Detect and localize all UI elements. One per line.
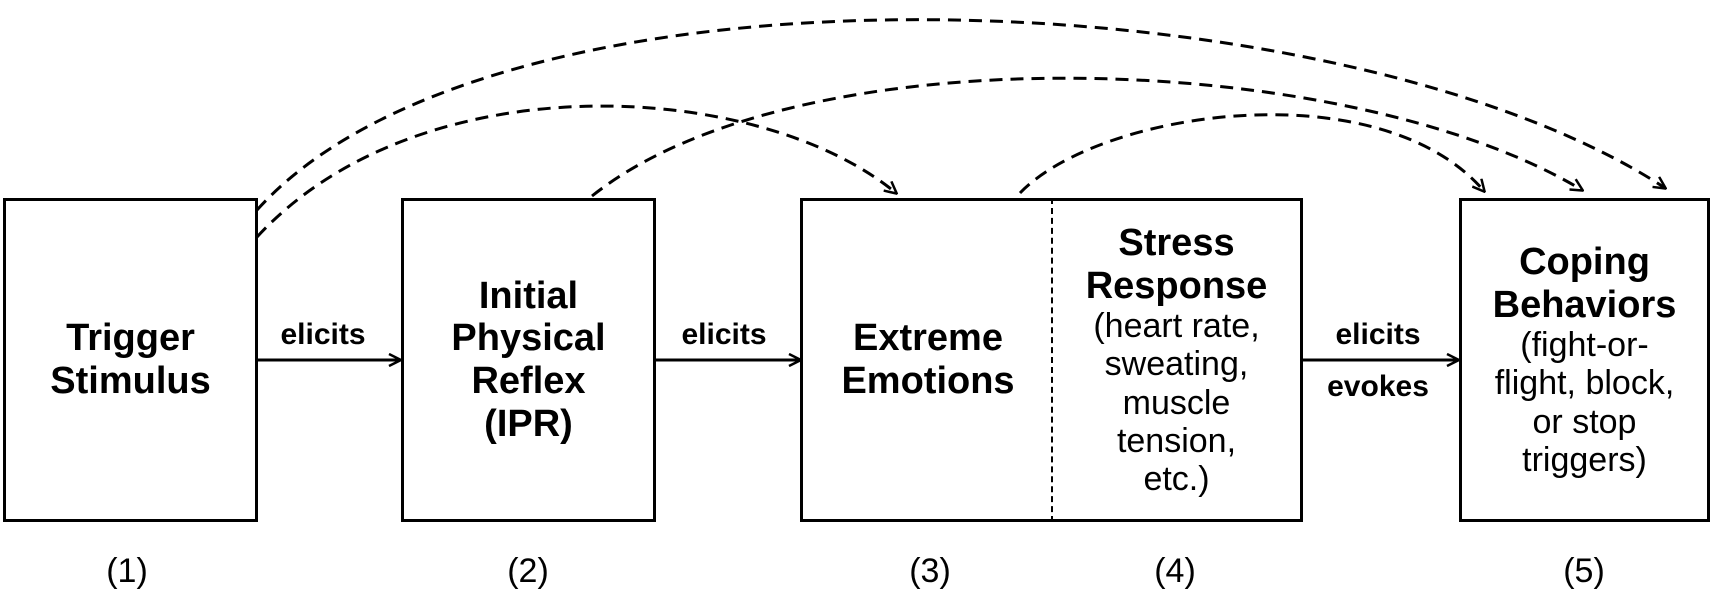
stress-desc-2: sweating,	[1104, 345, 1249, 384]
dashed-arrow-3-to-5	[1018, 113, 1484, 195]
step-number-4: (4)	[1154, 552, 1196, 590]
step-number-2: (2)	[507, 552, 549, 590]
extreme-emotions-box: Extreme Emotions	[800, 198, 1053, 522]
coping-desc-2: flight, block,	[1494, 364, 1675, 403]
dashed-arrow-1-to-3	[255, 104, 896, 239]
stress-title-2: Response	[1085, 264, 1268, 307]
coping-desc-1: (fight-or-	[1520, 326, 1649, 365]
step-number-5: (5)	[1563, 552, 1605, 590]
ipr-line-2: Physical	[451, 317, 606, 360]
step-number-3: (3)	[909, 552, 951, 590]
ipr-line-1: Initial	[478, 274, 579, 317]
stress-response-box: Stress Response (heart rate, sweating, m…	[1051, 198, 1303, 522]
edge-label-4-5-top: elicits	[1335, 318, 1421, 351]
emotions-line-1: Extreme	[853, 317, 1003, 360]
stress-desc-3: muscle	[1122, 383, 1231, 422]
coping-title-2: Behaviors	[1492, 283, 1677, 326]
edge-label-4-5-bottom: evokes	[1327, 370, 1429, 403]
trigger-line-2: Stimulus	[50, 360, 211, 402]
emotions-line-2: Emotions	[841, 360, 1015, 402]
stress-desc-5: etc.)	[1143, 459, 1210, 498]
ipr-line-3: Reflex	[471, 360, 586, 402]
trigger-line-1: Trigger	[66, 317, 195, 360]
coping-behaviors-box: Coping Behaviors (fight-or- flight, bloc…	[1459, 198, 1710, 522]
coping-desc-3: or stop	[1532, 402, 1637, 441]
ipr-box: Initial Physical Reflex (IPR)	[401, 198, 656, 522]
step-number-1: (1)	[106, 552, 148, 590]
dashed-arrow-1-to-5	[255, 18, 1665, 212]
stress-title-1: Stress	[1118, 222, 1235, 265]
coping-desc-4: triggers)	[1522, 440, 1647, 479]
ipr-line-4: (IPR)	[484, 402, 573, 445]
edge-label-2-3: elicits	[681, 318, 767, 351]
trigger-stimulus-box: Trigger Stimulus	[3, 198, 258, 522]
stress-desc-1: (heart rate,	[1093, 307, 1260, 346]
edge-label-1-2: elicits	[280, 318, 366, 351]
coping-title-1: Coping	[1519, 241, 1650, 284]
stress-desc-4: tension,	[1116, 421, 1237, 460]
dashed-arrow-2-to-5	[591, 76, 1582, 198]
